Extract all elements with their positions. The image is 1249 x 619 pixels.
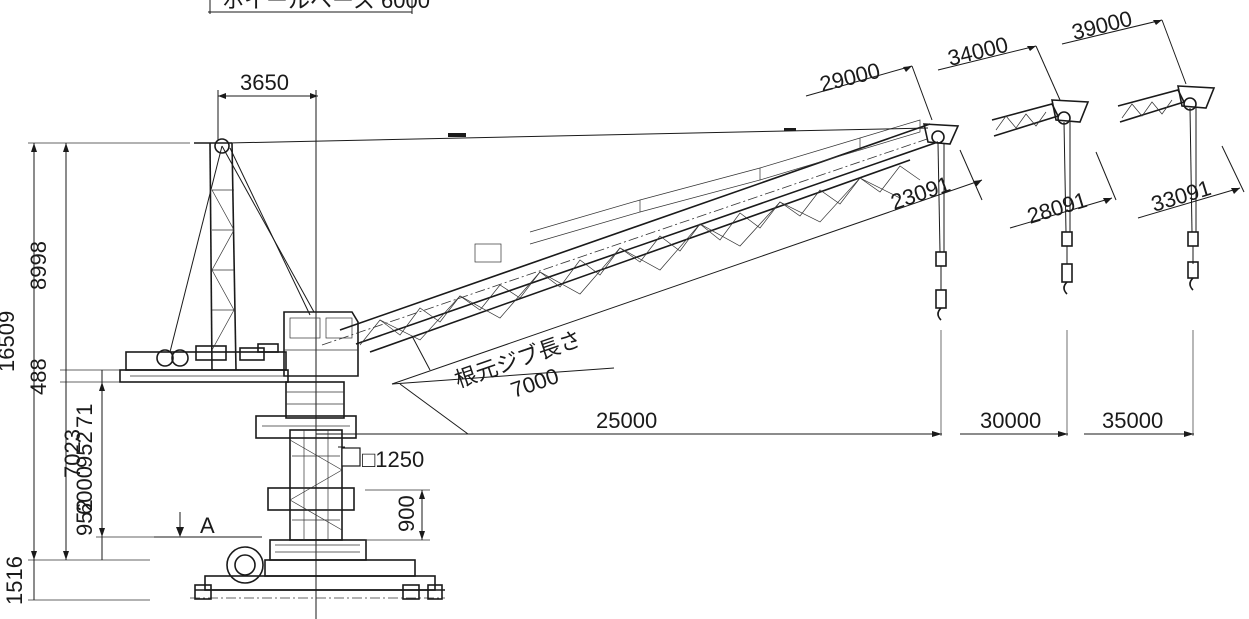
crane-base <box>190 539 445 600</box>
overall-height-label: 16509 <box>0 311 19 372</box>
upper-height-label: 8998 <box>26 241 51 290</box>
col-height-6000-label: 6000 <box>72 466 97 515</box>
jib-length-3: 33091 <box>1148 175 1214 217</box>
radius-slant-2: 34000 <box>945 32 1010 71</box>
deck-height-488-label: 488 <box>26 358 51 395</box>
radius-horizontal-1: 25000 <box>596 408 657 433</box>
base-height-1516-label: 1516 <box>2 556 27 605</box>
a-frame-mast <box>169 138 315 371</box>
foot-dimension: 900 <box>365 489 430 541</box>
pedestal-size-label: □1250 <box>362 447 424 472</box>
pedestal-column: □1250 <box>267 429 424 541</box>
machine-house <box>283 311 359 377</box>
view-arrow-a: A <box>154 512 262 538</box>
foot-height-label: 900 <box>394 495 419 532</box>
top-cut-label: ホイールベース 6000 <box>222 0 430 13</box>
jib-tip-3 <box>1117 85 1216 436</box>
mast-width-dimension: 3650 <box>217 70 318 619</box>
machinery-deck <box>119 343 289 383</box>
deck-height-71-label: 71 <box>72 404 97 428</box>
base-height-952-label: 952 <box>72 499 97 536</box>
col-height-7023-label: 7023 <box>60 429 85 478</box>
radius-slant-3: 39000 <box>1069 6 1134 45</box>
radius-slant-1: 29000 <box>817 58 882 97</box>
turntable <box>255 381 357 439</box>
horizontal-dimensions: 25000 30000 35000 <box>316 383 1194 437</box>
col-height-952-label: 952 <box>72 431 97 468</box>
main-jib <box>227 119 960 353</box>
mast-width-label: 3650 <box>240 70 289 95</box>
hook-1 <box>935 142 947 436</box>
radius-horizontal-3: 35000 <box>1102 408 1163 433</box>
jib-length-2: 28091 <box>1024 187 1090 229</box>
left-dimensions: 16509 8998 488 71 952 6000 7023 952 1516 <box>0 142 190 605</box>
jib-tip-2 <box>991 99 1090 436</box>
root-jib-dimension: 根元ジブ長さ 7000 <box>391 326 615 403</box>
view-arrow-label: A <box>200 513 215 538</box>
radius-horizontal-2: 30000 <box>980 408 1041 433</box>
top-dimension: ホイールベース 6000 <box>208 0 430 14</box>
